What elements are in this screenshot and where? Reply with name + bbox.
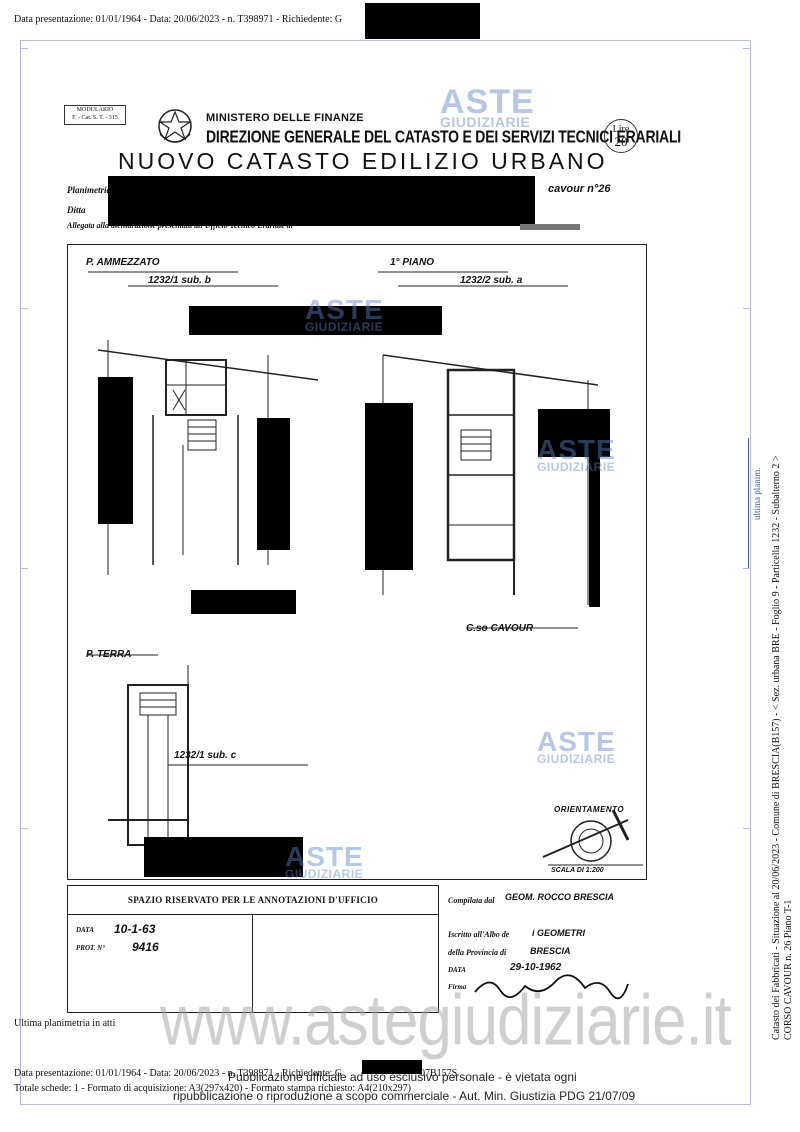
scribble-mark (520, 224, 580, 230)
frame-tick (743, 308, 751, 309)
annot-data-label: DATA (76, 926, 94, 934)
watermark-website: www.astegiudiziarie.it (160, 981, 732, 1061)
ref-ammezzato: 1232/1 sub. b (148, 275, 211, 286)
scala-label: SCALA DI 1:200 (551, 867, 604, 874)
street-label: C.so CAVOUR (466, 623, 534, 634)
watermark-giudiziarie-text: GIUDIZIARIE (305, 319, 384, 334)
footer-line1-tail: 07B157S (420, 1068, 458, 1079)
signature-image (474, 974, 629, 1000)
republic-emblem-icon (158, 109, 192, 143)
ministero-title: MINISTERO DELLE FINANZE (206, 112, 364, 124)
watermark-aste-bottom: ASTE GIUDIZIARIE (285, 841, 364, 881)
redaction-plan-right (538, 409, 610, 457)
modulario-line1: MODULARIO (76, 107, 114, 113)
watermark-giudiziarie-text: GIUDIZIARIE (537, 751, 616, 766)
frame-tick (20, 48, 28, 49)
annotazioni-box: SPAZIO RISERVATO PER LE ANNOTAZIONI D'UF… (67, 885, 439, 1013)
publication-notice-1: Pubblicazione ufficiale ad uso esclusivo… (228, 1070, 577, 1084)
redaction-plan-center (365, 403, 413, 570)
annotazioni-divider (252, 914, 253, 1012)
iscritto-value: i GEOMETRI (532, 928, 586, 938)
frame-tick (743, 828, 751, 829)
redaction-plan-bottom (144, 837, 303, 877)
direzione-title: DIREZIONE GENERALE DEL CATASTO E DEI SER… (206, 126, 681, 146)
footer-line1: Data presentazione: 01/01/1964 - Data: 2… (14, 1068, 343, 1079)
footer-line2: Totale schede: 1 - Formato di acquisizio… (14, 1083, 411, 1094)
ultima-planimetria-tab (748, 438, 762, 568)
watermark-aste-right: ASTE GIUDIZIARIE (537, 434, 616, 474)
watermark-aste-text: ASTE (537, 726, 616, 757)
watermark-aste-lower: ASTE GIUDIZIARIE (537, 726, 616, 766)
footer-ultima-planimetria: Ultima planimetria in atti (14, 1018, 116, 1029)
label-primo-piano: 1° PIANO (390, 257, 435, 268)
nceu-title: NUOVO CATASTO EDILIZIO URBANO (118, 148, 608, 174)
watermark-giudiziarie-text: GIUDIZIARIE (537, 459, 616, 474)
watermark-aste-text: ASTE (537, 434, 616, 465)
sidebar-address-line: CORSO CAVOUR n. 26 Piano T-1 (783, 899, 794, 1040)
watermark-aste-text: ASTE (285, 841, 364, 872)
watermark-aste-top: ASTE GIUDIZIARIE (440, 83, 535, 130)
redaction-footer (362, 1060, 422, 1074)
firma-label: Firma (448, 983, 467, 991)
watermark-aste-text: ASTE (440, 83, 535, 121)
frame-tick (20, 828, 28, 829)
compilata-data-value: 29-10-1962 (510, 962, 562, 973)
ultima-planimetria-tab-label: ultima planim. (752, 467, 762, 521)
ref-primo-piano: 1232/2 sub. a (460, 275, 523, 286)
floor-plan-drawing (88, 271, 643, 866)
frame-tick (20, 568, 28, 569)
redaction-plan-left (98, 377, 133, 524)
floor-plan-frame: P. AMMEZZATO 1232/1 sub. b 1° PIANO 1232… (67, 244, 647, 880)
orientamento-label: ORIENTAMENTO (554, 805, 625, 814)
redaction-header (365, 3, 480, 39)
document-header: Data presentazione: 01/01/1964 - Data: 2… (14, 14, 343, 25)
lire-label: Lire (612, 124, 630, 135)
redaction-plan-right-bar (589, 455, 600, 607)
frame-tick (743, 568, 751, 569)
compilata-value: GEOM. ROCCO BRESCIA (505, 892, 615, 902)
watermark-giudiziarie-text: GIUDIZIARIE (440, 113, 531, 130)
watermark-giudiziarie-text: GIUDIZIARIE (285, 866, 364, 881)
page-frame (20, 40, 751, 1105)
iscritto-label: Iscritto all'Albo de (448, 930, 510, 939)
lire-stamp: Lire 20 (604, 119, 638, 153)
compilata-label: Compilata dal (448, 896, 495, 905)
watermark-aste-mid: ASTE GIUDIZIARIE (305, 294, 384, 334)
annotazioni-title: SPAZIO RISERVATO PER LE ANNOTAZIONI D'UF… (68, 886, 438, 915)
publication-notice-2: ripubblicazione o riproduzione a scopo c… (173, 1089, 636, 1103)
address-partial: cavour n°26 (548, 183, 611, 195)
annot-prot-value: 9416 (132, 940, 159, 954)
redaction-plan-top (189, 306, 442, 335)
lire-value: 20 (614, 134, 628, 149)
sidebar-catasto-line: Catasto dei Fabbricati - Situazione al 2… (771, 455, 782, 1040)
provincia-label: della Provincia di (448, 948, 507, 957)
redaction-owner (108, 176, 535, 226)
modulario-line2: F. - Cat. S. T. - 315 (72, 115, 118, 121)
compilata-data-label: DATA (448, 966, 466, 974)
redaction-plan-mid (257, 418, 290, 550)
watermark-aste-text: ASTE (305, 294, 384, 325)
frame-tick (743, 48, 751, 49)
redaction-plan-lower (191, 590, 296, 614)
annot-data-value: 10-1-63 (114, 922, 156, 936)
provincia-value: BRESCIA (530, 946, 571, 956)
modulario-box: MODULARIO F. - Cat. S. T. - 315 (64, 105, 126, 125)
annot-prot-label: PROT. N° (76, 944, 105, 952)
ref-piano-terra: 1232/1 sub. c (174, 750, 237, 761)
ditta-label: Ditta (67, 205, 86, 215)
frame-tick (20, 308, 28, 309)
planimetria-label: Planimetria (67, 185, 112, 195)
label-piano-terra: P. TERRA (86, 649, 132, 660)
label-ammezzato: P. AMMEZZATO (86, 257, 160, 268)
